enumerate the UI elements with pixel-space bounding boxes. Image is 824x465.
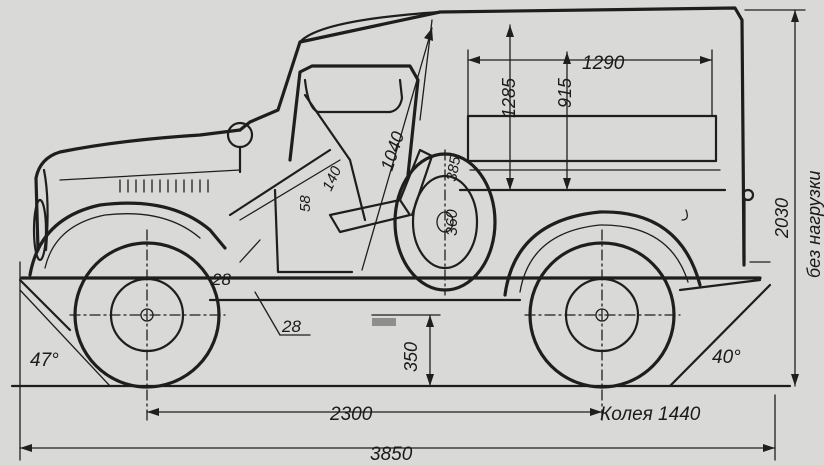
- wheelbase-dimline: [146, 408, 603, 416]
- seat-roof-label: 1040: [377, 129, 408, 173]
- step-upper-label: 28: [211, 270, 231, 289]
- seat-roof-dimline: [361, 27, 433, 271]
- unladen-note: без нагрузки: [804, 171, 824, 278]
- step-lower-label: 28: [281, 317, 301, 336]
- height-label: 2030: [772, 198, 792, 239]
- seat-dim-b-label: 140: [319, 163, 345, 193]
- approach-angle-lines: [18, 261, 111, 461]
- bed-height-outer-label: 1285: [499, 77, 519, 118]
- departure-angle-lines: [668, 261, 772, 388]
- spare-wheel-width-label: 385: [443, 154, 464, 182]
- track-label: Колея 1440: [600, 404, 701, 425]
- clearance-dimline: [371, 314, 441, 387]
- wheelbase-label: 2300: [329, 404, 373, 425]
- approach-angle-label: 47°: [30, 350, 59, 371]
- clearance-label: 350: [401, 342, 421, 372]
- spare-wheel-dia-label: 360: [444, 209, 461, 236]
- bed-height-dimlines: [506, 24, 571, 191]
- seat-dim-a-label: 58: [297, 195, 314, 212]
- height-dimline: [744, 9, 806, 387]
- bed-length-dimline: [467, 49, 713, 117]
- overall-length-dimline: [19, 394, 776, 461]
- bed-height-inner-label: 915: [555, 77, 575, 108]
- step-dimlines: [239, 239, 311, 336]
- bed-length-label: 1290: [582, 53, 625, 74]
- departure-angle-label: 40°: [712, 347, 741, 368]
- overall-length-label: 3850: [370, 444, 413, 465]
- centerlines: [69, 149, 681, 421]
